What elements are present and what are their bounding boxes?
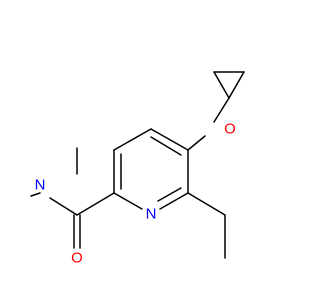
bond-ring-c4-c3 (113, 128, 152, 151)
atom-o-carbonyl: O (71, 250, 83, 267)
molecule-canvas: O N O N (30, 71, 245, 267)
atom-n-ring: N (146, 206, 157, 223)
bonds (30, 71, 245, 259)
bond-cyclopropyl-1 (213, 71, 230, 99)
atom-o-ether: O (224, 121, 236, 138)
bond-ring-carbonyl (76, 192, 115, 216)
bond-cyclopropyl-2 (228, 71, 245, 99)
bond-nitrogen-methyl-left (30, 192, 41, 197)
atom-labels: O N O N (35, 121, 236, 267)
bond-oxygen-ring (187, 135, 206, 151)
bond-ring-n-c6 (159, 192, 189, 210)
molecule-structure: O N O N (30, 71, 245, 267)
bond-ethyl-1 (187, 192, 226, 216)
atom-n-amide: N (35, 177, 46, 194)
bond-ring-c2-n (113, 192, 143, 210)
bond-ring-c4-c4-inner (150, 136, 182, 156)
bond-ring-n-c6-inner (157, 187, 182, 202)
bond-cyclopropyl-oxygen (213, 97, 230, 123)
bond-carbonyl-nitrogen (49, 197, 78, 216)
bond-ring-c5-c4 (150, 128, 189, 151)
